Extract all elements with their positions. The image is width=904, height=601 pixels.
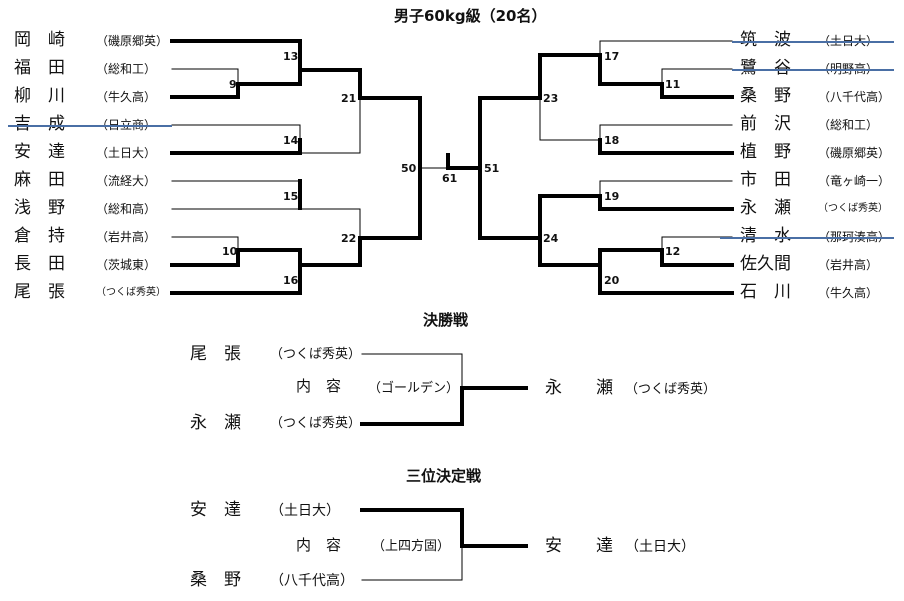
withdrawn-strike — [732, 69, 894, 71]
match-number: 10 — [222, 245, 238, 258]
match-number: 19 — [604, 190, 620, 203]
left-entry-name: 長 田 — [14, 254, 65, 274]
third-top-name: 安 達 — [190, 500, 241, 520]
left-entry-school: （岩井高） — [96, 230, 157, 244]
final-top-name: 尾 張 — [190, 344, 241, 364]
match-number: 22 — [341, 232, 357, 245]
match-number: 51 — [484, 162, 500, 175]
left-entry-name: 吉 成 — [14, 114, 65, 134]
match-number: 14 — [283, 134, 299, 147]
final-bottom-name: 永 瀬 — [190, 413, 241, 433]
left-entry-name: 尾 張 — [14, 282, 65, 302]
final-bottom-school: （つくば秀英） — [270, 416, 362, 431]
right-entry-school: （総和工） — [818, 118, 879, 132]
right-entry-name: 桑 野 — [740, 86, 791, 106]
right-entry-school: （つくば秀英） — [818, 203, 888, 214]
left-entry-school: （磯原郷英） — [96, 34, 169, 48]
withdrawn-strike — [720, 237, 894, 239]
left-entry-name: 岡 崎 — [14, 30, 65, 50]
right-entry-name: 前 沢 — [740, 114, 791, 134]
third-top-school: （土日大） — [270, 503, 340, 519]
third-bottom-school: （八千代高） — [270, 573, 354, 589]
third-detail-label: 内 容 — [296, 536, 342, 554]
right-entry-name: 佐久間 — [740, 254, 791, 274]
left-entry-name: 倉 持 — [14, 226, 65, 246]
match-number: 13 — [283, 50, 299, 63]
third-detail-value: （上四方固） — [372, 539, 451, 554]
right-entry-name: 石 川 — [740, 282, 791, 302]
final-top-school: （つくば秀英） — [270, 347, 362, 362]
right-entry-name: 永 瀬 — [740, 198, 791, 218]
left-entry-school: （総和工） — [96, 62, 157, 76]
right-entry-name: 市 田 — [740, 170, 791, 190]
match-number: 24 — [543, 232, 559, 245]
withdrawn-strike — [732, 41, 894, 43]
left-entry-school: （つくば秀英） — [96, 287, 166, 298]
right-entry-school: （岩井高） — [818, 258, 879, 272]
left-entry-school: （総和高） — [96, 202, 157, 216]
left-entry-name: 福 田 — [14, 58, 65, 78]
left-entry-name: 柳 川 — [14, 86, 65, 106]
final-detail-label: 内 容 — [296, 377, 342, 395]
match-number: 21 — [341, 92, 357, 105]
match-number: 16 — [283, 274, 299, 287]
third-bottom-name: 桑 野 — [190, 570, 241, 590]
right-entry-name: 植 野 — [740, 142, 791, 162]
left-entry-school: （茨城東） — [96, 258, 157, 272]
match-number: 15 — [283, 190, 299, 203]
final-detail-value: （ゴールデン） — [368, 381, 460, 396]
left-entry-name: 安 達 — [14, 142, 65, 162]
final-winner-name: 永 瀬 — [545, 378, 613, 398]
match-number: 12 — [665, 245, 681, 258]
match-number: 17 — [604, 50, 620, 63]
match-number: 9 — [229, 78, 237, 91]
right-entry-school: （八千代高） — [818, 90, 891, 104]
right-entry-name: 鷺 谷 — [740, 58, 791, 78]
left-entry-school: （土日大） — [96, 146, 157, 160]
page-title: 男子60kg級（20名） — [394, 7, 547, 25]
final-heading: 決勝戦 — [423, 311, 469, 329]
match-number: 61 — [442, 172, 458, 185]
third-winner-name: 安 達 — [545, 536, 613, 556]
right-entry-school: （磯原郷英） — [818, 146, 891, 160]
match-number: 11 — [665, 78, 681, 91]
right-entry-name: 筑 波 — [740, 30, 791, 50]
match-number: 50 — [401, 162, 417, 175]
left-entry-school: （牛久高） — [96, 90, 157, 104]
left-entry-name: 浅 野 — [14, 198, 65, 218]
left-entry-name: 麻 田 — [14, 170, 65, 190]
third-winner-school: （土日大） — [625, 539, 695, 555]
right-entry-school: （牛久高） — [818, 286, 879, 300]
right-entry-school: （竜ヶ崎一） — [818, 174, 891, 188]
match-number: 23 — [543, 92, 559, 105]
match-number: 18 — [604, 134, 620, 147]
withdrawn-strike — [8, 125, 172, 127]
match-number: 20 — [604, 274, 620, 287]
final-winner-school: （つくば秀英） — [625, 382, 717, 397]
left-entry-school: （流経大） — [96, 174, 157, 188]
third-heading: 三位決定戦 — [406, 467, 482, 485]
right-entry-name: 清 水 — [740, 226, 791, 246]
